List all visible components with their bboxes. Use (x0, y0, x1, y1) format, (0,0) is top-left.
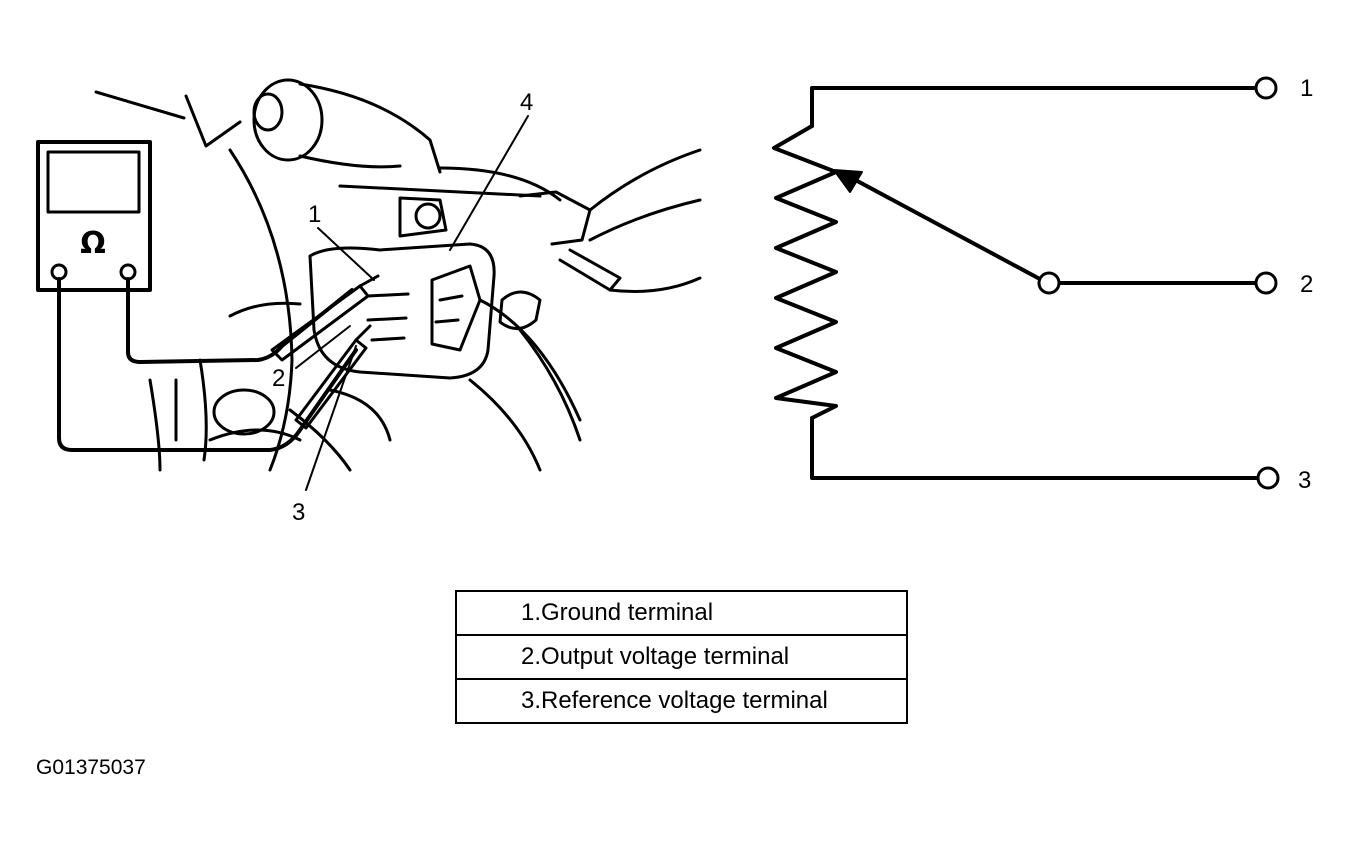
legend-row: 3. Reference voltage terminal (456, 678, 907, 723)
potentiometer-schematic (772, 86, 1258, 480)
legend-number: 3. (456, 678, 541, 723)
callout-3: 3 (292, 499, 305, 526)
legend-text: Output voltage terminal (541, 634, 907, 679)
legend-text: Ground terminal (541, 599, 714, 626)
callout-1: 1 (308, 201, 321, 228)
figure-id: G01375037 (36, 756, 146, 779)
schematic-label-3: 3 (1298, 467, 1311, 494)
legend-number: 2. (456, 634, 541, 679)
ohm-symbol: Ω (80, 226, 106, 261)
terminal-3-node (1256, 466, 1280, 490)
legend-row: 2. Output voltage terminal (456, 634, 907, 679)
terminal-1-node (1254, 76, 1278, 100)
legend-table: 1. Ground terminal 2. Output voltage ter… (455, 590, 908, 724)
schematic-label-2: 2 (1300, 271, 1313, 298)
callout-2: 2 (272, 365, 285, 392)
legend-row: 1. Ground terminal (456, 591, 907, 635)
legend-number: 1. (520, 599, 541, 626)
terminal-2-node (1254, 271, 1278, 295)
throttle-body-sketch (94, 78, 702, 472)
callout-leaders (295, 115, 529, 491)
schematic-label-1: 1 (1300, 75, 1313, 102)
schematic-terminals (1037, 76, 1280, 490)
wiper-node (1037, 271, 1061, 295)
legend-text: Reference voltage terminal (541, 678, 907, 723)
ohmmeter: Ω (36, 140, 152, 292)
callout-4: 4 (520, 89, 533, 116)
